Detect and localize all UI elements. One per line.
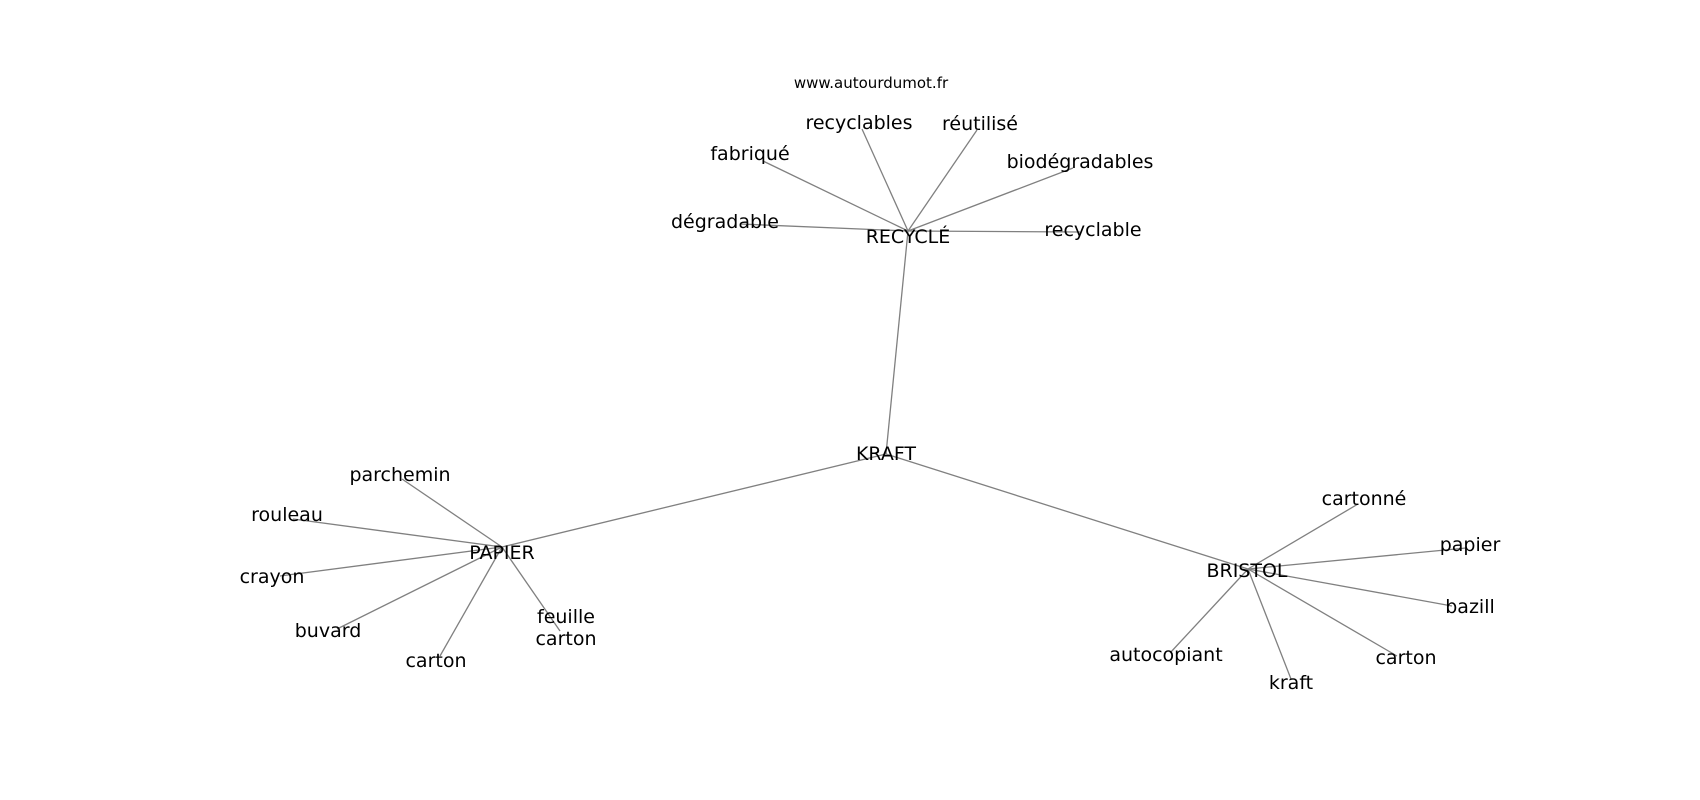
edge-bristol-autocopiant [1169,568,1249,654]
leaf-node-biodegradables: biodégradables [1007,151,1154,173]
leaf-node-fabrique: fabriqué [710,143,789,165]
source-url: www.autourdumot.fr [794,74,949,92]
edge-papier-buvard [336,546,503,630]
leaf-node-papier: papier [1440,534,1501,556]
leaf-node-rouleau: rouleau [251,504,323,526]
edge-center-bristol [885,453,1249,570]
leaf-node-recyclables: recyclables [805,112,912,134]
leaf-node-carton: carton [405,650,466,672]
leaf-node-buvard: buvard [295,620,362,642]
leaf-node-autocopiant: autocopiant [1109,644,1222,666]
edge-papier-rouleau [292,518,503,548]
edge-recycle-recyclable [907,230,1081,233]
edge-recycle-recyclables [861,128,909,232]
leaf-node-reutilise: réutilisé [942,113,1018,135]
edge-center-papier [501,453,887,548]
edge-papier-crayon [279,546,503,577]
leaf-node-carton: carton [1375,647,1436,669]
leaf-node-degradable: dégradable [671,211,779,233]
edge-bristol-papier [1247,547,1467,570]
edge-papier-carton [439,546,503,657]
edge-bristol-carton [1247,568,1398,657]
edge-papier-parchemin [401,478,503,548]
leaf-node-parchemin: parchemin [349,464,450,486]
edge-recycle-degradable [739,223,909,232]
leaf-node-recyclable: recyclable [1044,219,1141,241]
center-node-label: KRAFT [856,443,916,465]
edge-center-recycle [885,230,909,455]
hub-node-bristol: BRISTOL [1206,560,1287,582]
edges [279,128,1467,680]
edge-recycle-biodegradables [907,167,1074,232]
leaf-node-kraft: kraft [1269,672,1313,694]
hub-node-papier: PAPIER [469,542,535,564]
edge-bristol-cartonne [1247,503,1359,570]
edge-papier-feuille-carton [501,546,561,632]
leaf-node-crayon: crayon [240,566,305,588]
edge-recycle-reutilise [907,129,978,232]
edge-recycle-fabrique [762,160,909,232]
leaf-node-cartonne: cartonné [1322,488,1407,510]
leaf-node-bazill: bazill [1445,596,1495,618]
edge-bristol-bazill [1247,568,1453,607]
edge-bristol-kraft [1247,568,1292,680]
nodes: KRAFT RECYCLÉ dégradable fabriqué recyclable… [240,112,1501,694]
hub-node-recycle: RECYCLÉ [866,225,951,248]
